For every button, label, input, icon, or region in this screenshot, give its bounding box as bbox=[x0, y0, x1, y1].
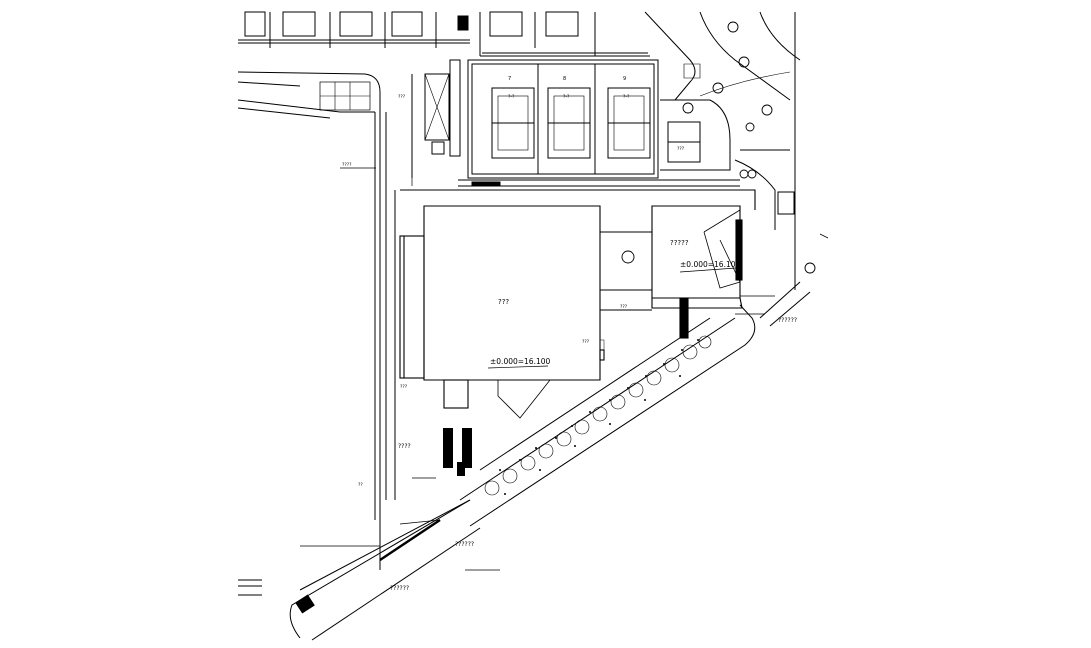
entrance-label: ?????? bbox=[455, 541, 474, 548]
court-number-3: 9 bbox=[623, 76, 626, 82]
main-building bbox=[399, 189, 756, 419]
main-building-elevation: ±0.000=16.100 bbox=[490, 357, 551, 366]
small-mark-5: ??? bbox=[398, 94, 406, 100]
court-label-3: ?-? bbox=[623, 94, 630, 100]
small-mark-6: ???? bbox=[342, 162, 352, 168]
left-small-building bbox=[411, 59, 461, 178]
stair-blocks bbox=[443, 428, 472, 476]
small-mark-2: ??? bbox=[620, 304, 628, 310]
top-building-row bbox=[238, 11, 650, 57]
tennis-courts bbox=[458, 59, 740, 187]
left-road bbox=[237, 71, 396, 596]
small-mark-1: ??? bbox=[400, 384, 408, 390]
main-building-label: ??? bbox=[498, 298, 509, 306]
tree-hedge bbox=[484, 335, 712, 496]
annex-elevation: ±0.000=16.100 bbox=[680, 260, 741, 269]
side-label-left: ???? bbox=[398, 443, 411, 450]
diagonal-lane bbox=[289, 281, 811, 641]
annotation-leaders bbox=[300, 167, 829, 571]
small-mark-4: ??? bbox=[582, 339, 590, 345]
court-label-1: ?-? bbox=[508, 94, 515, 100]
trees bbox=[621, 21, 816, 274]
annex-building bbox=[651, 205, 743, 339]
court-number-2: 8 bbox=[563, 76, 566, 82]
court-number-1: 7 bbox=[508, 76, 511, 82]
small-mark-3: ?? bbox=[358, 482, 363, 488]
side-label-right: ?????? bbox=[778, 317, 797, 324]
hedge-dots bbox=[499, 339, 699, 495]
court-label-2: ?-? bbox=[563, 94, 570, 100]
annex-label: ????? bbox=[670, 239, 689, 247]
bottom-label: ?????? bbox=[390, 585, 409, 592]
court-label-4: ??? bbox=[677, 146, 685, 152]
upper-right-road bbox=[644, 11, 801, 290]
